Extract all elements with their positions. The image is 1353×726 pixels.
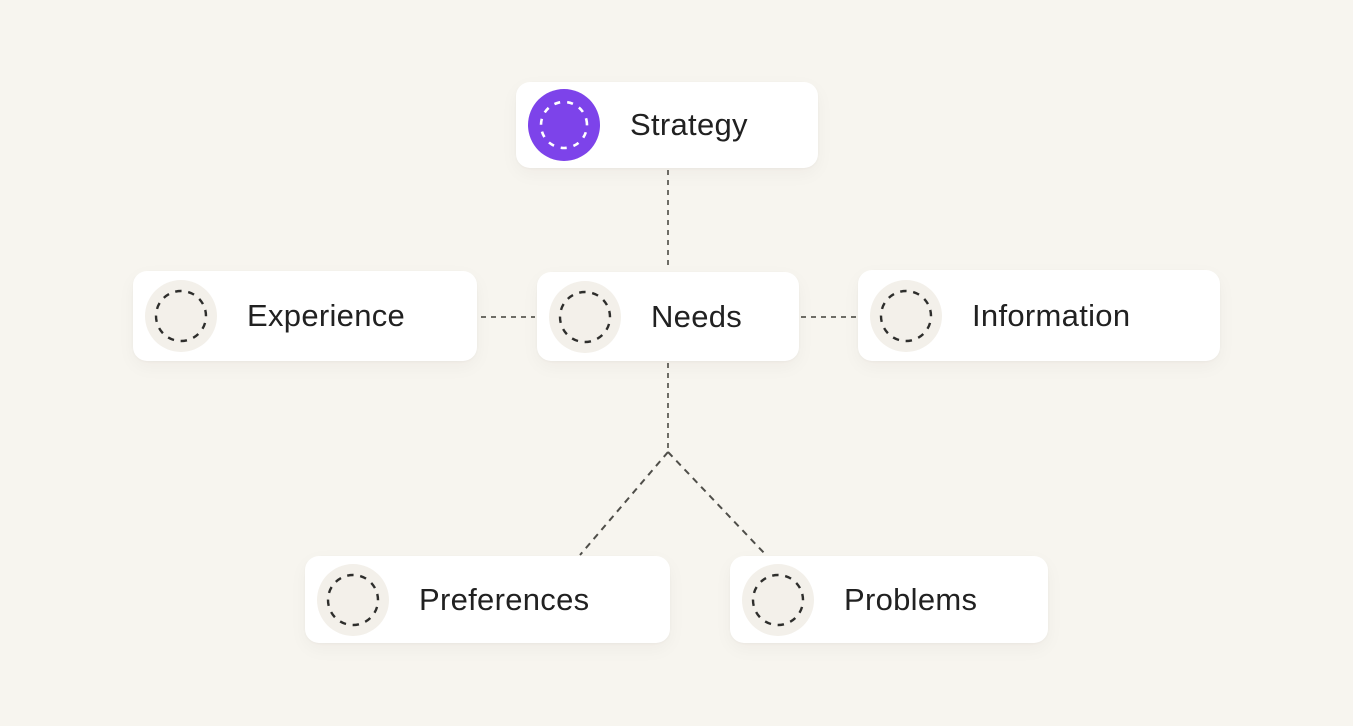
dashed-circle-icon xyxy=(549,280,621,353)
node-information[interactable]: Information xyxy=(858,270,1220,361)
node-label: Needs xyxy=(651,298,743,334)
edge-needs-preferences xyxy=(579,451,669,556)
node-experience[interactable]: Experience xyxy=(133,271,477,361)
node-label: Preferences xyxy=(419,581,590,617)
dashed-circle-icon xyxy=(870,279,942,352)
edge-needs-problems xyxy=(667,451,767,556)
dashed-circle-icon xyxy=(528,89,600,161)
node-needs[interactable]: Needs xyxy=(537,272,799,361)
dashed-circle-icon xyxy=(317,563,389,636)
dashed-circle-icon xyxy=(145,280,217,352)
node-label: Experience xyxy=(247,298,406,333)
dashed-circle-icon xyxy=(742,563,814,636)
node-label: Problems xyxy=(844,581,978,617)
node-label: Strategy xyxy=(630,107,748,142)
node-strategy[interactable]: Strategy xyxy=(516,82,818,168)
node-label: Information xyxy=(972,297,1131,333)
node-preferences[interactable]: Preferences xyxy=(305,556,670,643)
node-problems[interactable]: Problems xyxy=(730,556,1048,643)
